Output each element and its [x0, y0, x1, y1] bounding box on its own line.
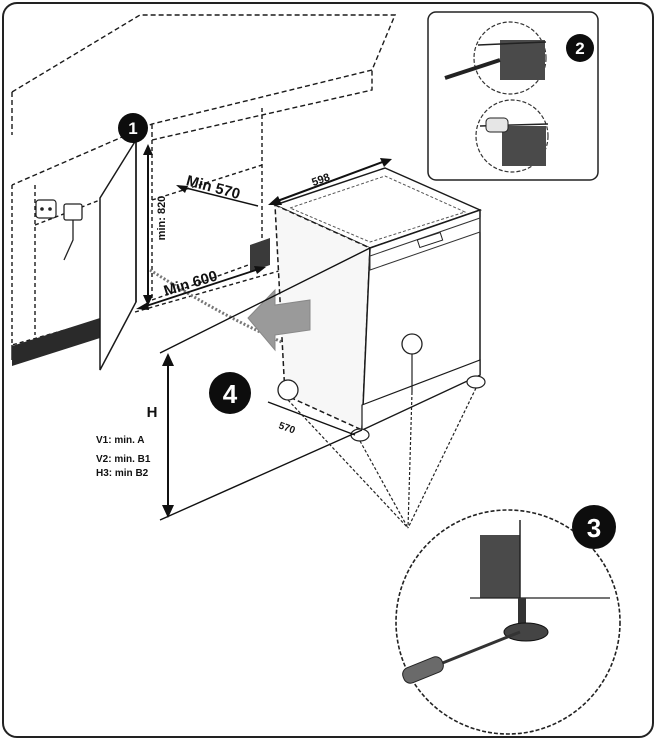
step-3-badge — [572, 505, 616, 549]
rear-adjust-point — [401, 333, 423, 355]
svg-text:4: 4 — [223, 379, 238, 409]
cabinet-door — [99, 137, 137, 371]
screwdriver-icon — [444, 58, 501, 80]
appliance-corner — [480, 535, 520, 598]
step-4-badge: 4 — [209, 372, 251, 414]
front-foot-right — [466, 375, 486, 389]
dishwasher-handle — [416, 231, 444, 249]
cabinet-plinth — [12, 318, 100, 366]
detail-2-inset: 2 — [427, 11, 599, 181]
width-598-label: 598 — [310, 171, 331, 189]
adjustable-foot-icon — [503, 622, 549, 642]
niche-floor — [134, 264, 301, 313]
power-socket — [35, 199, 57, 219]
note-v1: V1: min. A — [96, 435, 145, 446]
step-2-badge — [566, 34, 594, 62]
detail-3-circle — [395, 509, 621, 735]
power-plug — [63, 203, 83, 261]
height-h-label: H — [147, 404, 158, 421]
niche-side-panel — [250, 238, 270, 272]
dimension-height: H — [147, 247, 371, 521]
height-notes: V1: min. A V2: min. B1 H3: min B2 — [96, 435, 151, 479]
svg-text:2: 2 — [575, 39, 584, 58]
adjustable-foot-screw — [518, 598, 526, 628]
dimension-min-820: min: 820 — [143, 144, 168, 306]
svg-text:1: 1 — [128, 119, 137, 138]
hand-icon — [485, 117, 509, 133]
note-h3: H3: min B2 — [96, 468, 149, 479]
min-820-label: min: 820 — [156, 196, 168, 241]
detail-3-magnifier: 3 — [395, 505, 621, 735]
screwdriver-handle-icon — [402, 656, 444, 684]
detail-2-lower-panel — [502, 126, 546, 166]
push-arrow — [247, 288, 311, 352]
dimension-598: 598 — [268, 158, 392, 205]
detail-2-upper-panel — [500, 40, 545, 80]
water-hose — [149, 268, 301, 352]
detail-3-leaders — [287, 387, 477, 529]
svg-text:3: 3 — [587, 513, 601, 543]
note-v2: V2: min. B1 — [96, 454, 151, 465]
rear-foot-marker — [277, 379, 299, 401]
step-1-badge: 1 — [118, 113, 148, 143]
